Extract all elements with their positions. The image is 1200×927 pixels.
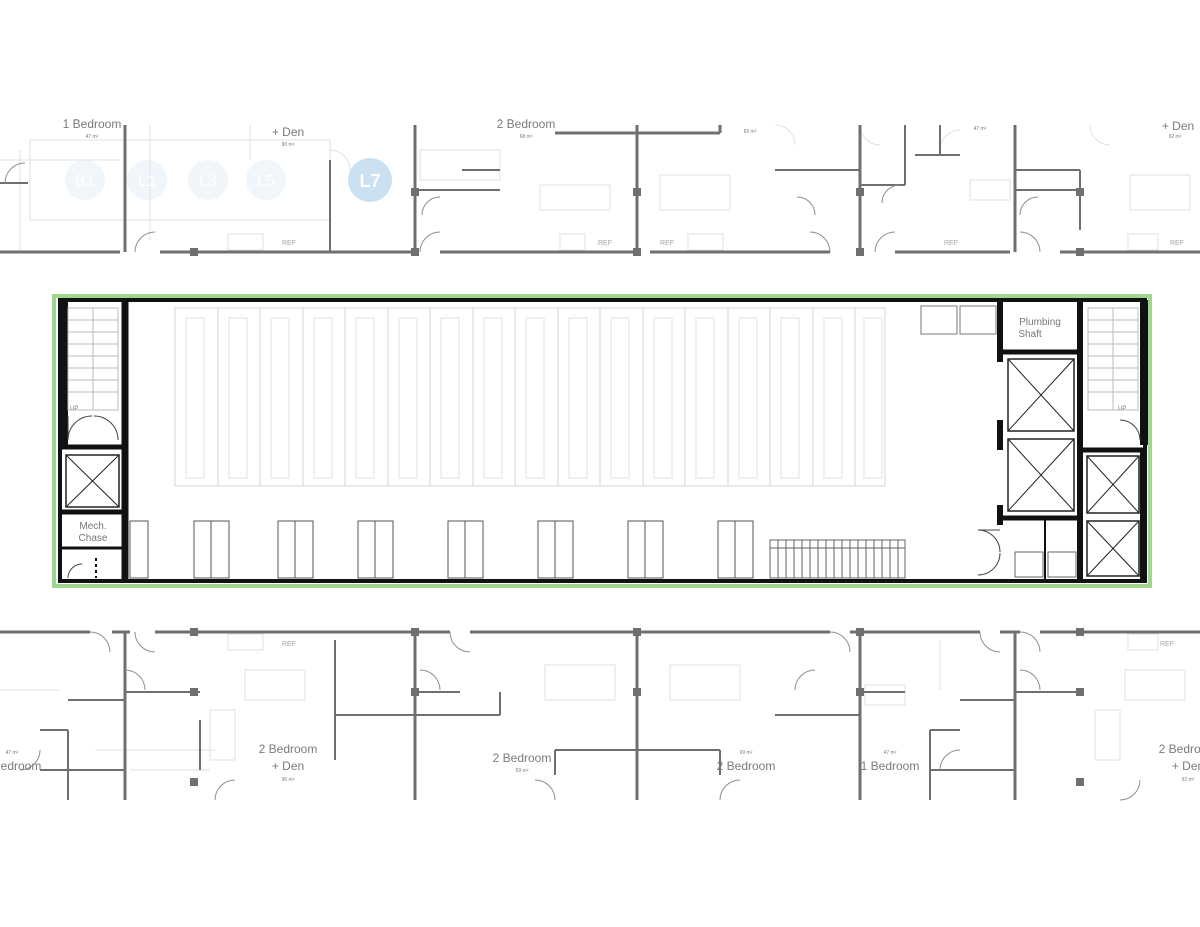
top-unit-a-area: 47 m² [86, 134, 99, 140]
core-outer-wall [58, 298, 1147, 583]
level-marker-b1[interactable] [65, 160, 105, 200]
top-ref-label-1: REF [282, 240, 296, 247]
right-elevator-3 [1086, 455, 1140, 514]
top-unit-f-area: 92 m² [1169, 134, 1182, 140]
level-marker-l3-label: L3 [199, 173, 217, 190]
bottom-units-band: 1 Bedroom 47 m² 2 Bedroom + Den 90 m² 2 … [0, 628, 1200, 801]
storage-grid [174, 307, 886, 487]
bottom-ref-label-1: REF [282, 641, 296, 648]
level-marker-l7[interactable] [348, 158, 392, 202]
highlight-outline [52, 294, 1152, 588]
level-marker-l7-label: L7 [359, 171, 380, 191]
bottom-unit-1-area: 47 m² [6, 750, 19, 756]
bottom-unit-2-name: 2 Bedroom [259, 742, 318, 756]
plumbing-shaft-label-1: Plumbing [1019, 317, 1061, 328]
top-unit-a-name: 1 Bedroom [63, 117, 122, 131]
level-marker-l5-label: L5 [257, 173, 275, 190]
left-stair-up-label: UP [70, 406, 78, 412]
bottom-unit-2-area: 90 m² [282, 777, 295, 783]
bottom-unit-1-name: 1 Bedroom [0, 759, 41, 773]
bottom-unit-4-area: 69 m² [740, 750, 753, 756]
top-ref-label-4: REF [944, 240, 958, 247]
mech-chase-label-2: Chase [79, 533, 108, 544]
right-elevator-4 [1086, 520, 1140, 577]
left-stair [67, 307, 119, 411]
top-unit-e-area: 47 m² [974, 126, 987, 132]
bottom-unit-3-name: 2 Bedroom [493, 751, 552, 765]
top-ref-label-3: REF [660, 240, 674, 247]
top-unit-d-area: 69 m² [744, 129, 757, 135]
right-core: Plumbing Shaft [920, 300, 1148, 581]
level-marker-l3[interactable] [188, 160, 228, 200]
top-ref-label-5: REF [1170, 240, 1184, 247]
level-marker-l1-label: L1 [138, 173, 156, 190]
bottom-unit-4-name: 2 Bedroom [717, 759, 776, 773]
top-ref-label-2: REF [598, 240, 612, 247]
top-unit-f-den: + Den [1162, 119, 1194, 133]
plumbing-shaft-label-2: Shaft [1018, 329, 1042, 340]
bottom-unit-6-den: + Den [1172, 759, 1200, 773]
mech-chase-label-1: Mech. [79, 521, 106, 532]
level-marker-b1-label: B1 [75, 173, 95, 190]
bottom-unit-6-name: 2 Bedroom [1159, 742, 1200, 756]
left-elevator [65, 454, 120, 508]
bottom-ref-label-2: REF [1160, 641, 1174, 648]
level-marker-l1[interactable] [127, 160, 167, 200]
top-unit-b-area: 90 m² [282, 142, 295, 148]
bottom-band-wash [0, 625, 1200, 805]
right-elevator-1 [1007, 358, 1075, 432]
bottom-unit-5-area: 47 m² [884, 750, 897, 756]
bottom-unit-2-den: + Den [272, 759, 304, 773]
top-units-band: B1 L1 L3 L5 L7 1 Bedroom 47 m² + Den 90 … [0, 117, 1200, 256]
right-stair-up-label: UP [1118, 406, 1126, 412]
left-core: UP Mech. Chase [60, 300, 129, 581]
level-markers: B1 L1 L3 L5 L7 [65, 158, 392, 202]
top-unit-c-area: 68 m² [520, 134, 533, 140]
bottom-unit-3-area: 69 m² [516, 768, 529, 774]
bottom-unit-6-area: 92 m² [1182, 777, 1195, 783]
locker-doors [129, 520, 754, 579]
core-highlight[interactable]: UP Mech. Chase [52, 294, 1152, 588]
top-unit-b-den: + Den [272, 125, 304, 139]
right-elevator-2 [1007, 438, 1075, 512]
bottom-unit-5-name: 1 Bedroom [861, 759, 920, 773]
right-stair [1087, 307, 1139, 411]
top-unit-c-name: 2 Bedroom [497, 117, 556, 131]
level-marker-l5[interactable] [246, 160, 286, 200]
bike-rack [769, 539, 906, 579]
